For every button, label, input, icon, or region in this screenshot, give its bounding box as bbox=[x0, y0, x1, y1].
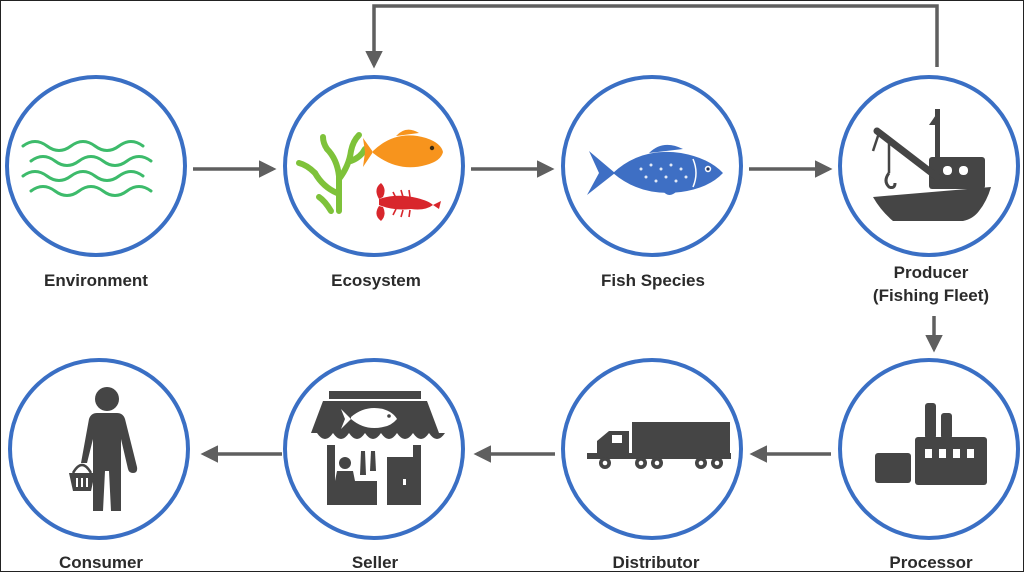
label-consumer-line-1: Consumer bbox=[58, 553, 144, 572]
label-environment-line-1: Environment bbox=[44, 271, 148, 290]
label-environment: Environment bbox=[1, 269, 196, 292]
fish-icon bbox=[587, 144, 723, 195]
label-processor-line-1: Processor bbox=[889, 553, 973, 572]
person-with-basket-icon bbox=[69, 387, 138, 511]
node-circles bbox=[5, 75, 1020, 540]
node-circle-ecosystem bbox=[283, 75, 465, 257]
label-producer-line-2: (Fishing Fleet) bbox=[872, 286, 990, 305]
label-processor: Processor bbox=[831, 551, 1023, 572]
node-circle-environment bbox=[5, 75, 187, 257]
edge-producer-to-ecosystem-feedback bbox=[365, 4, 939, 69]
orange-fish-icon bbox=[363, 129, 443, 168]
ecosystem-icon bbox=[296, 129, 443, 221]
label-consumer: Consumer bbox=[1, 551, 201, 572]
lobster-icon bbox=[376, 183, 441, 221]
label-fish-species-line-1: Fish Species bbox=[601, 271, 705, 290]
truck-icon bbox=[587, 422, 731, 469]
label-ecosystem-line-1: Ecosystem bbox=[331, 271, 421, 290]
edges bbox=[193, 4, 943, 463]
label-producer: Producer (Fishing Fleet) bbox=[831, 261, 1023, 307]
label-producer-line-1: Producer bbox=[893, 263, 969, 282]
label-fish-species: Fish Species bbox=[553, 269, 753, 292]
node-circle-seller bbox=[283, 358, 465, 540]
label-distributor: Distributor bbox=[556, 551, 756, 572]
label-ecosystem: Ecosystem bbox=[276, 269, 476, 292]
waves-icon bbox=[21, 140, 153, 197]
coral-icon bbox=[296, 132, 368, 214]
label-seller-line-1: Seller bbox=[351, 553, 399, 572]
fish-shop-icon bbox=[311, 391, 445, 505]
factory-icon bbox=[875, 403, 987, 485]
label-distributor-line-1: Distributor bbox=[612, 553, 700, 572]
label-seller: Seller bbox=[275, 551, 475, 572]
fishing-boat-icon bbox=[871, 109, 991, 221]
